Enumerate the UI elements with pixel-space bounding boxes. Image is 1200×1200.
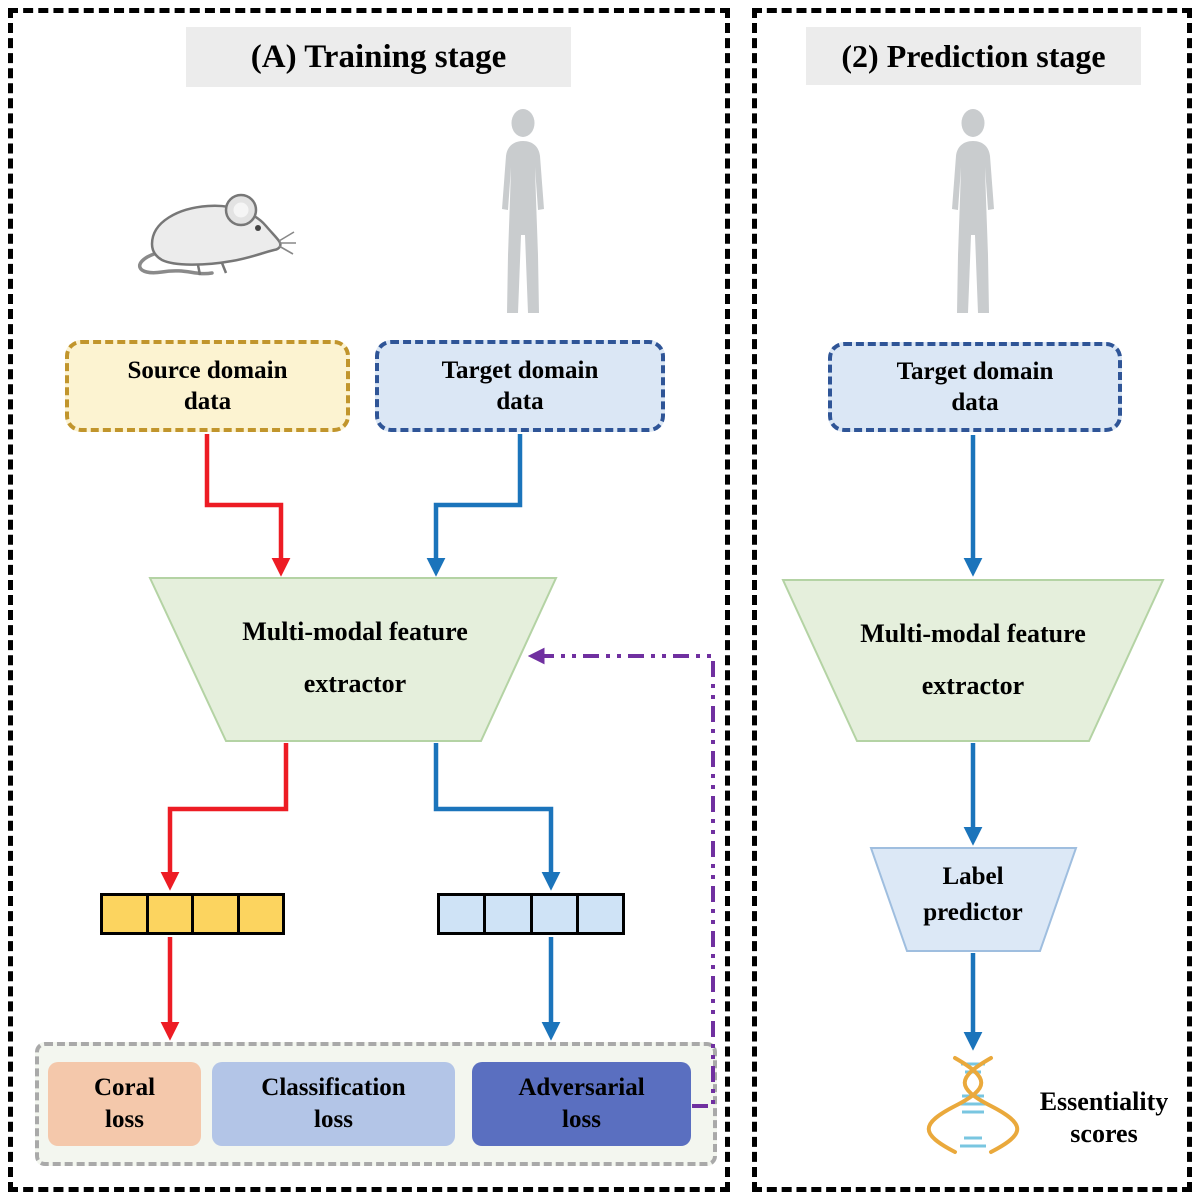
feature-cell bbox=[239, 896, 282, 932]
feature-cell bbox=[194, 896, 240, 932]
feature-cell bbox=[486, 896, 533, 932]
label-predictor-line1: Label bbox=[942, 863, 1004, 890]
classification-loss-label-line1: Classification bbox=[261, 1073, 406, 1101]
essentiality-line1: Essentiality bbox=[1039, 1087, 1169, 1116]
feature-extractor-shape-training bbox=[148, 577, 558, 742]
extractor-label-line1: Multi-modal feature bbox=[242, 617, 468, 646]
feature-cell bbox=[578, 896, 622, 932]
mouse-icon bbox=[138, 193, 296, 276]
label-predictor-line2: predictor bbox=[923, 899, 1023, 926]
feature-cell bbox=[440, 896, 487, 932]
human-icon bbox=[952, 109, 994, 313]
target-domain-data-box-training: Target domain data bbox=[375, 340, 665, 432]
arrow-extractor-to-target-features bbox=[433, 743, 561, 891]
coral-loss-label-line1: Coral bbox=[93, 1073, 156, 1101]
label-predictor-label: Label predictor bbox=[885, 862, 1061, 928]
coral-loss-label-line2: loss bbox=[105, 1106, 144, 1133]
dna-icon bbox=[926, 1056, 1020, 1154]
source-domain-label-line2: data bbox=[183, 388, 232, 415]
target-feature-vector bbox=[437, 893, 625, 935]
adversarial-loss-label-line2: loss bbox=[562, 1106, 601, 1133]
target-domain-label-line2: data bbox=[951, 389, 999, 416]
essentiality-line2: scores bbox=[1070, 1119, 1138, 1148]
feature-extractor-label-prediction: Multi-modal feature extractor bbox=[798, 616, 1148, 704]
feature-extractor-shape-prediction bbox=[781, 579, 1165, 742]
feature-cell bbox=[148, 896, 194, 932]
target-domain-data-box-prediction: Target domain data bbox=[828, 342, 1122, 432]
adversarial-loss-label-line1: Adversarial bbox=[518, 1073, 645, 1101]
extractor-label-line2: extractor bbox=[921, 671, 1025, 700]
source-feature-vector bbox=[100, 893, 285, 935]
prediction-panel bbox=[752, 8, 1192, 1192]
arrow-adversarial-feedback bbox=[527, 647, 715, 1108]
coral-loss-box: Coral loss bbox=[48, 1062, 201, 1146]
label-predictor-shape bbox=[869, 847, 1078, 952]
arrow-source-to-extractor bbox=[204, 434, 291, 577]
adversarial-loss-box: Adversarial loss bbox=[472, 1062, 691, 1146]
classification-loss-box: Classification loss bbox=[212, 1062, 455, 1146]
training-panel bbox=[8, 8, 730, 1192]
target-domain-label-line2: data bbox=[496, 388, 544, 415]
arrow-extractor-to-source-features bbox=[160, 743, 289, 891]
human-icon bbox=[502, 109, 544, 313]
training-stage-title: (A) Training stage bbox=[186, 27, 571, 87]
target-domain-label-line1: Target domain bbox=[896, 357, 1054, 385]
extractor-label-line2: extractor bbox=[303, 669, 407, 698]
extractor-label-line1: Multi-modal feature bbox=[860, 619, 1086, 648]
arrow-target-to-extractor bbox=[426, 434, 523, 577]
target-domain-label-line1: Target domain bbox=[441, 356, 599, 384]
source-domain-data-box: Source domain data bbox=[65, 340, 350, 432]
feature-cell bbox=[532, 896, 579, 932]
feature-extractor-label-training: Multi-modal feature extractor bbox=[190, 614, 520, 702]
prediction-stage-title: (2) Prediction stage bbox=[806, 27, 1141, 85]
essentiality-scores-label: Essentiality scores bbox=[1028, 1086, 1180, 1150]
classification-loss-label-line2: loss bbox=[314, 1106, 353, 1133]
source-domain-label-line1: Source domain bbox=[127, 356, 288, 384]
feature-cell bbox=[103, 896, 149, 932]
